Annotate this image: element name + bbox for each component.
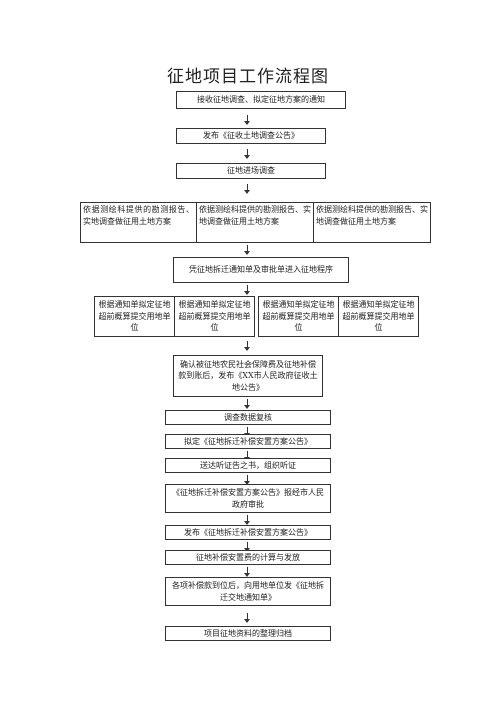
survey-plan-box-1: 依据测绘科提供的勘测报告、实地调查做征用土地方案 <box>80 202 197 243</box>
flow-arrow <box>243 475 251 485</box>
step-publish-expropriation-notice: 确认被征地农民社会保障费及征地补偿款到账后，发布《XX市人民政府征收土地公告》 <box>173 355 323 397</box>
flow-arrow <box>243 613 251 623</box>
flow-arrow <box>243 245 251 255</box>
step-archive-documents: 项目征地资料的整理归档 <box>165 626 331 641</box>
flow-arrow <box>243 515 251 525</box>
step-publish-compensation-plan: 发布《征地拆迁补偿安置方案公告》 <box>165 525 331 540</box>
survey-plan-box-3: 依据测绘科提供的勘测报告、实地调查做征用土地方案 <box>313 202 431 243</box>
page-title: 征地项目工作流程图 <box>167 67 329 87</box>
survey-plan-box-2: 依据测绘科提供的勘测报告、实地调查做征用土地方案 <box>196 202 314 243</box>
flow-arrow <box>243 184 251 194</box>
flow-arrow <box>243 399 251 409</box>
step-enter-procedure: 凭征地拆迁通知单及审批单进入征地程序 <box>173 257 349 283</box>
step-submit-for-approval: 《征地拆迁补偿安置方案公告》报经市人民政府审批 <box>165 484 331 513</box>
step-land-handover-notice: 各项补偿款到位后，向用地单位发《征地拆迁交地通知单》 <box>165 577 331 606</box>
step-compensation-payment: 征地补偿安置费的计算与发放 <box>165 550 331 565</box>
budget-box-3: 根据通知单拟定征地超前概算提交用地单位 <box>258 296 339 337</box>
flow-arrow <box>243 149 251 159</box>
step-draft-compensation-plan: 拟定《征地拆迁补偿安置方案公告》 <box>165 434 331 449</box>
budget-box-2: 根据通知单拟定征地超前概算提交用地单位 <box>174 296 255 337</box>
step-site-survey: 征地进场调查 <box>176 163 326 179</box>
budget-box-4: 根据通知单拟定征地超前概算提交用地单位 <box>338 296 419 337</box>
flow-arrow <box>243 115 251 125</box>
step-hearing: 送达听证告之书，组织听证 <box>165 458 331 473</box>
flow-arrow <box>243 341 251 351</box>
step-receive-notice: 接收征地调查、拟定征地方案的通知 <box>176 91 346 109</box>
budget-box-1: 根据通知单拟定征地超前概算提交用地单位 <box>94 296 175 337</box>
flow-arrow <box>243 567 251 577</box>
step-data-review: 调查数据复核 <box>165 410 331 425</box>
step-publish-survey-notice: 发布《征收土地调查公告》 <box>176 128 326 144</box>
flow-arrow <box>243 285 251 295</box>
